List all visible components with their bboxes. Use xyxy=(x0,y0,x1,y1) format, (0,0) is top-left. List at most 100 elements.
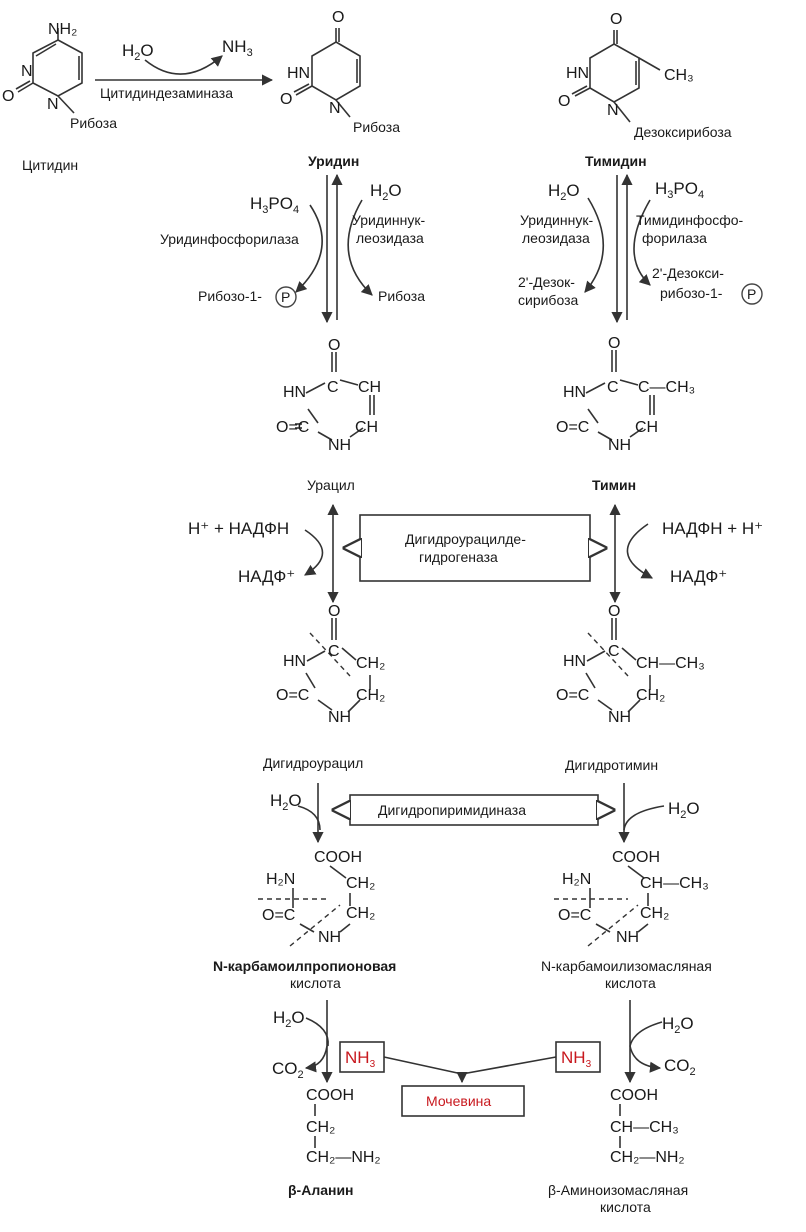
uridine-ribose: Рибоза xyxy=(353,119,400,135)
cytidine-deaminase-label: Цитидиндезаминаза xyxy=(100,85,233,101)
nadp-left: НАДФ⁺ xyxy=(238,567,295,586)
carbamoyl-propionic-label-1: N-карбамоилпропионовая xyxy=(213,958,396,974)
carbamoyl-propionic-cooh: COOH xyxy=(314,849,362,866)
cytidine-structure: NH₂ N O N Рибоза xyxy=(2,21,117,131)
cytidine-n3: N xyxy=(21,63,33,80)
dihydrouracil-o4: O xyxy=(328,603,340,620)
thymidine-phosphorylase-2: форилаза xyxy=(642,230,707,246)
uridine-n1: N xyxy=(329,100,341,117)
deoxyribose-left-1: 2'-Дезок- xyxy=(518,274,575,290)
dihydrouracil-ch2-6: CH₂ xyxy=(356,687,385,704)
nadp-right: НАДФ⁺ xyxy=(670,567,727,586)
dihydrothymine-structure: O C CH—CH₃ HN CH₂ O=C NH xyxy=(556,603,705,726)
carbamoyl-propionic-label-2: кислота xyxy=(290,975,341,991)
nadph-left: H⁺ + НАДФН xyxy=(188,519,289,538)
thymidine-ch3: CH₃ xyxy=(664,67,694,84)
dehydrogenase-label-2: гидрогеназа xyxy=(419,549,498,565)
beta-aminoisobutyric-ch-ch3: CH—CH₃ xyxy=(610,1119,679,1136)
beta-aminoisobutyric-ch2-nh2: CH₂—NH₂ xyxy=(610,1149,685,1166)
carbamoyl-isobutyric-label-1: N-карбамоилизомасляная xyxy=(541,958,712,974)
uridine-cleavage-step: H3PO4 H2O Уридинфосфорилаза Уридиннук- л… xyxy=(160,173,425,324)
ribose-product-label: Рибоза xyxy=(378,288,425,304)
dihydrouracil-label: Дигидроурацил xyxy=(263,755,363,771)
dihydrothymine-o4: O xyxy=(608,603,620,620)
water-reagent-4: H2O xyxy=(270,791,302,813)
uridine-nucleosidase-right-1: Уридиннук- xyxy=(520,212,593,228)
dihydrouracil-o2: O=C xyxy=(276,687,309,704)
dihydrothymine-label: Дигидротимин xyxy=(565,757,658,773)
phosphoric-acid-right: H3PO4 xyxy=(655,179,704,201)
carbamoyl-isobutyric-nh: NH xyxy=(616,929,639,946)
nadph-right: НАДФН + H⁺ xyxy=(662,519,763,538)
ammonia-left: NH3 xyxy=(345,1048,376,1070)
uridine-nucleosidase-label-2: леозидаза xyxy=(356,230,424,246)
uracil-label: Урацил xyxy=(307,477,355,493)
thymine-c4: C xyxy=(607,379,619,396)
thymine-c5-ch3: C—CH₃ xyxy=(638,379,695,396)
thymidine-structure: O CH₃ HN O N Дезоксирибоза xyxy=(558,11,732,140)
dihydrouracil-nh: NH xyxy=(328,709,351,726)
beta-aminoisobutyric-structure: COOH CH—CH₃ CH₂—NH₂ xyxy=(610,1087,685,1166)
dihydrothymine-hn: HN xyxy=(563,653,586,670)
carbamoyl-propionic-oc: O=C xyxy=(262,907,295,924)
thymine-nh: NH xyxy=(608,437,631,454)
uracil-o4: O xyxy=(328,337,340,354)
phosphoric-acid-left: H3PO4 xyxy=(250,194,299,216)
co2-left: CO2 xyxy=(272,1059,304,1081)
thymine-o4: O xyxy=(608,335,620,352)
cytidine-deamination-step: H2O NH3 Цитидиндезаминаза xyxy=(95,37,274,101)
dihydrothymine-ch2: CH₂ xyxy=(636,687,665,704)
thymine-o2: O=C xyxy=(556,419,589,436)
uracil-ch6: CH xyxy=(355,419,378,436)
ammonia-right: NH3 xyxy=(561,1048,592,1070)
uracil-hn: HN xyxy=(283,384,306,401)
uridine-nucleosidase-right-2: леозидаза xyxy=(522,230,590,246)
dihydropyrimidinase-box xyxy=(349,794,599,826)
uracil-nh: NH xyxy=(328,437,351,454)
beta-alanine-structure: COOH CH₂ CH₂—NH₂ xyxy=(306,1087,381,1166)
dihydrouracil-structure: O C CH₂ HN CH₂ O=C NH xyxy=(276,603,385,726)
beta-alanine-ch2-nh2: CH₂—NH₂ xyxy=(306,1149,381,1166)
carbamoyl-propionic-structure: COOH CH₂ CH₂ H₂N O=C NH xyxy=(258,849,375,947)
deoxyribose-phosphate-1: 2'-Дезокси- xyxy=(652,265,724,281)
thymidine-n1: N xyxy=(607,102,619,119)
thymidine-label: Тимидин xyxy=(585,153,647,169)
uridine-label: Уридин xyxy=(308,153,359,169)
dihydrouracil-hn: HN xyxy=(283,653,306,670)
thymine-structure: O C C—CH₃ HN CH O=C NH xyxy=(556,335,695,454)
phosphate-symbol-right: P xyxy=(747,286,756,302)
dihydrothymine-ch-ch3: CH—CH₃ xyxy=(636,655,705,672)
urea-label: Мочевина xyxy=(426,1093,491,1109)
ammonia-box-left xyxy=(339,1041,385,1073)
beta-aminoisobutyric-cooh: COOH xyxy=(610,1087,658,1104)
uridine-structure: O HN O N Рибоза xyxy=(280,9,400,135)
co2-right: CO2 xyxy=(664,1056,696,1078)
uridine-nucleosidase-label-1: Уридиннук- xyxy=(352,212,425,228)
carbamoyl-isobutyric-label-2: кислота xyxy=(605,975,656,991)
carbamoyl-propionic-nh: NH xyxy=(318,929,341,946)
carbamoyl-isobutyric-ch-ch3: CH—CH₃ xyxy=(640,875,709,892)
urea-box xyxy=(401,1085,525,1117)
thymidine-hn: HN xyxy=(566,65,589,82)
dihydrothymine-nh: NH xyxy=(608,709,631,726)
phosphate-circle-right xyxy=(741,283,763,305)
water-reagent-2: H2O xyxy=(370,181,402,203)
water-reagent-7: H2O xyxy=(662,1014,694,1036)
dehydrogenase-label-1: Дигидроурацилде- xyxy=(405,531,526,547)
deoxyribose-left-2: сирибоза xyxy=(518,292,578,308)
beta-alanine-label: β-Аланин xyxy=(288,1182,354,1198)
thymine-label: Тимин xyxy=(592,477,636,493)
uridine-phosphorylase-label: Уридинфосфорилаза xyxy=(160,231,299,247)
water-reagent-3: H2O xyxy=(548,181,580,203)
deoxyribose-phosphate-2: рибозо-1- xyxy=(660,285,723,301)
uracil-structure: O C CH HN CH O=C NH xyxy=(276,337,381,454)
uracil-o2: O=C xyxy=(276,419,309,436)
carbamoyl-isobutyric-cooh: COOH xyxy=(612,849,660,866)
carbamoyl-propionic-ch2-b: CH₂ xyxy=(346,905,375,922)
carbamoyl-isobutyric-ch2: CH₂ xyxy=(640,905,669,922)
dihydrothymine-c4: C xyxy=(608,643,620,660)
thymidine-phosphorylase-1: Тимидинфосфо- xyxy=(636,212,744,228)
dihydropyrimidinase-label: Дигидропиримидиназа xyxy=(378,802,526,818)
dihydropyrimidinase-step: H2O H2O Дигидропиримидиназа xyxy=(270,783,700,844)
